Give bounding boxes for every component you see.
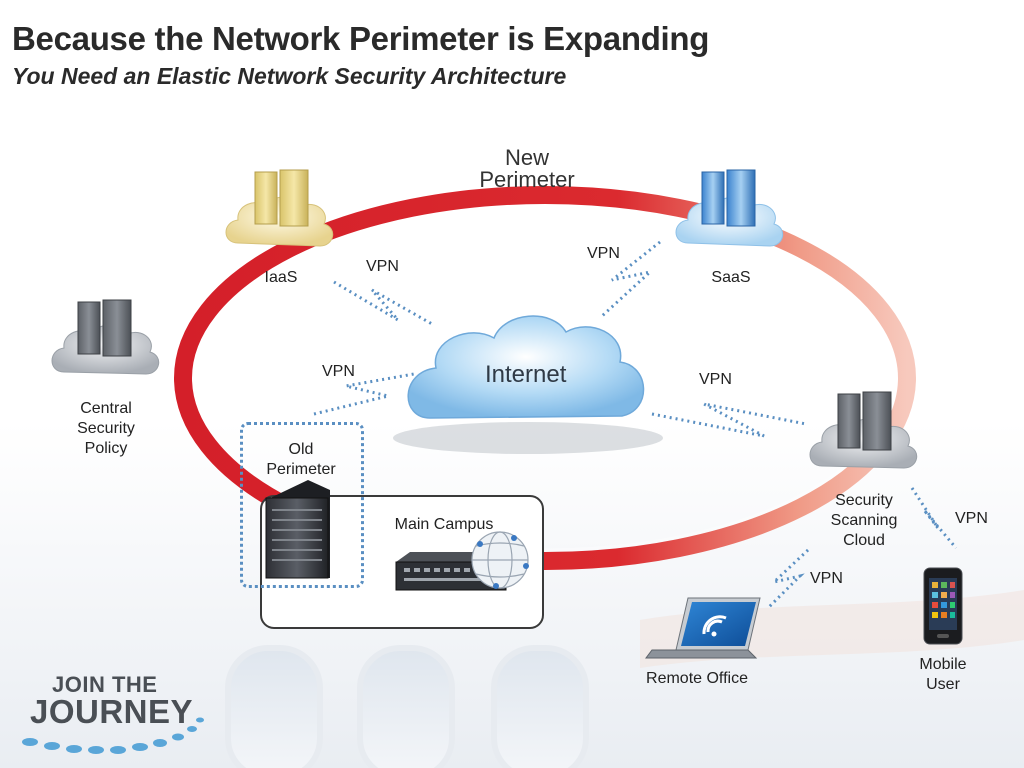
old-perimeter-label: Old Perimeter (258, 440, 344, 480)
old-perimeter-label-line2: Perimeter (266, 461, 336, 478)
vpn-label-mobile: VPN (955, 510, 988, 527)
mobile-phone-icon (923, 567, 963, 645)
iaas-label: IaaS (264, 269, 298, 286)
security-scanning-cloud (809, 391, 918, 469)
logo-text-line2: JOURNEY (30, 693, 194, 730)
mobile-label-line1: Mobile (919, 656, 967, 673)
new-perimeter-label-line1: New (504, 145, 549, 170)
mobile-user-label: Mobile User (908, 655, 978, 695)
saas-label: SaaS (711, 269, 751, 286)
main-campus-label: Main Campus (394, 516, 494, 533)
central-label-line3: Policy (84, 440, 128, 457)
vpn-label-iaas: VPN (366, 258, 399, 275)
old-perimeter-box (240, 422, 364, 588)
vpn-label-scanning: VPN (699, 371, 732, 388)
security-scanning-cloud-label: Security Scanning Cloud (822, 491, 906, 551)
old-perimeter-label-line1: Old (288, 441, 314, 458)
internet-cloud (393, 315, 663, 454)
new-perimeter-label-line2: Perimeter (479, 167, 575, 192)
new-perimeter-label: New Perimeter (472, 147, 582, 191)
remote-office-label: Remote Office (646, 670, 748, 687)
iaas-cloud (225, 169, 334, 247)
scanning-label-line3: Cloud (843, 532, 885, 549)
internet-label: Internet (485, 361, 567, 388)
new-perimeter-ring (174, 186, 916, 570)
mobile-label-line2: User (926, 676, 960, 693)
vpn-label-central: VPN (322, 363, 355, 380)
saas-cloud (675, 169, 784, 247)
central-security-cloud (51, 299, 160, 375)
central-label-line2: Security (77, 420, 135, 437)
central-label-line1: Central (80, 400, 132, 417)
scanning-label-line1: Security (835, 492, 893, 509)
slide-subtitle: You Need an Elastic Network Security Arc… (12, 63, 567, 89)
vpn-label-remote: VPN (810, 570, 843, 587)
laptop-icon (645, 597, 761, 659)
scanning-label-line2: Scanning (830, 512, 898, 529)
vpn-label-saas: VPN (587, 245, 620, 262)
logo-text-line1: JOIN THE (52, 672, 158, 697)
central-security-policy-label: Central Security Policy (66, 399, 146, 459)
slide-title: Because the Network Perimeter is Expandi… (12, 20, 710, 57)
vpn-connectors (313, 240, 958, 610)
